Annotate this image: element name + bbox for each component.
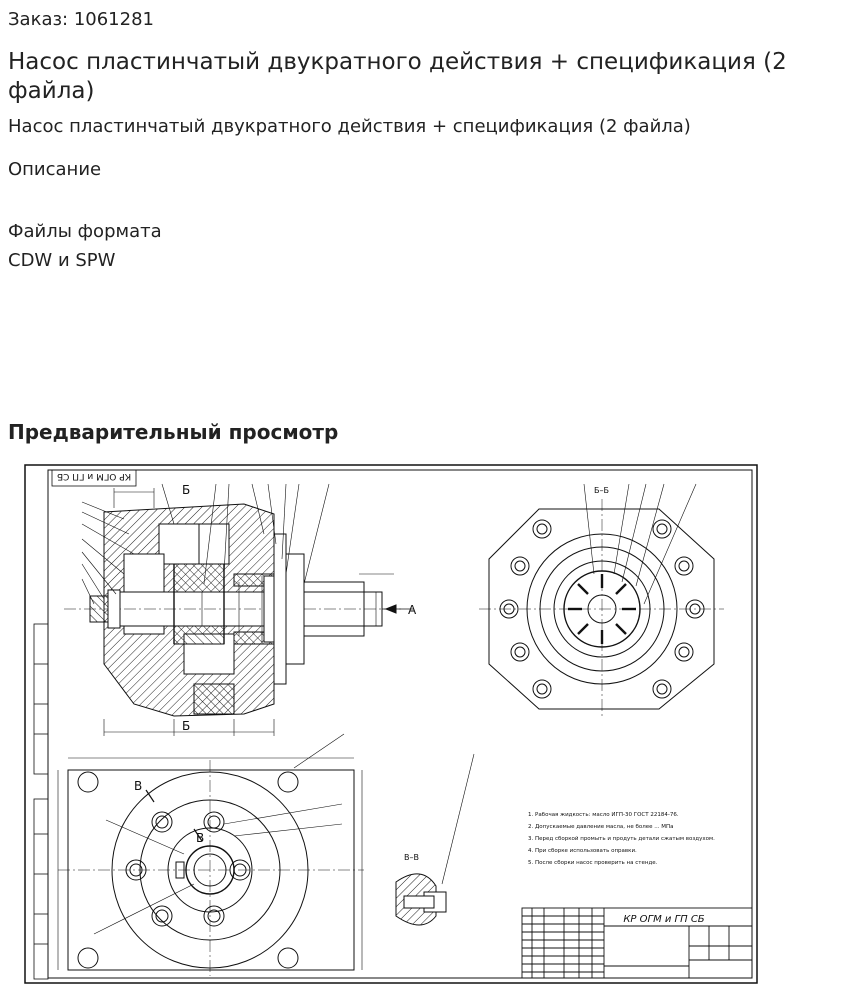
note-5: 5. После сборки насос проверить на стенд…: [528, 860, 658, 866]
pump-front-view: [57, 733, 364, 976]
note-3: 3. Перед сборкой промыть и продуть детал…: [528, 835, 715, 842]
description-line-1: Файлы формата: [8, 221, 162, 242]
technical-drawing-preview: КР ОГМ и ГП СБ: [24, 464, 758, 984]
left-margin-boxes: [33, 623, 49, 980]
description-heading: Описание: [8, 159, 102, 180]
note-2: 2. Допускаемые давление масла, не более …: [528, 824, 674, 830]
view-label-v-1: В: [134, 779, 142, 793]
order-number: Заказ: 1061281: [8, 9, 154, 30]
view-label-b-top: Б: [182, 483, 190, 497]
pump-section-view: [64, 483, 414, 736]
pump-end-view: [479, 483, 724, 719]
title-block: [521, 907, 753, 979]
note-1: 1. Рабочая жидкость: масло ИГП-30 ГОСТ 2…: [528, 812, 679, 818]
section-label-vv: В–В: [404, 853, 419, 862]
note-4: 4. При сборке использовать оправки.: [528, 848, 637, 854]
rotated-stamp-text: КР ОГМ и ГП СБ: [57, 471, 131, 481]
technical-notes: 1. Рабочая жидкость: масло ИГП-30 ГОСТ 2…: [528, 812, 715, 866]
detail-section-vv: [395, 753, 475, 926]
title-block-code: КР ОГМ и ГП СБ: [623, 914, 704, 925]
preview-heading: Предварительный просмотр: [8, 420, 339, 444]
view-label-a: А: [408, 603, 417, 617]
view-label-b-bottom: Б: [182, 719, 190, 733]
page-title: Насос пластинчатый двукратного действия …: [8, 49, 787, 104]
rotated-stamp-box: КР ОГМ и ГП СБ: [51, 469, 137, 487]
page-subtitle: Насос пластинчатый двукратного действия …: [8, 116, 691, 137]
description-line-2: CDW и SPW: [8, 250, 116, 271]
section-label-bb: Б–Б: [594, 486, 609, 495]
view-label-v-2: В: [196, 831, 204, 845]
